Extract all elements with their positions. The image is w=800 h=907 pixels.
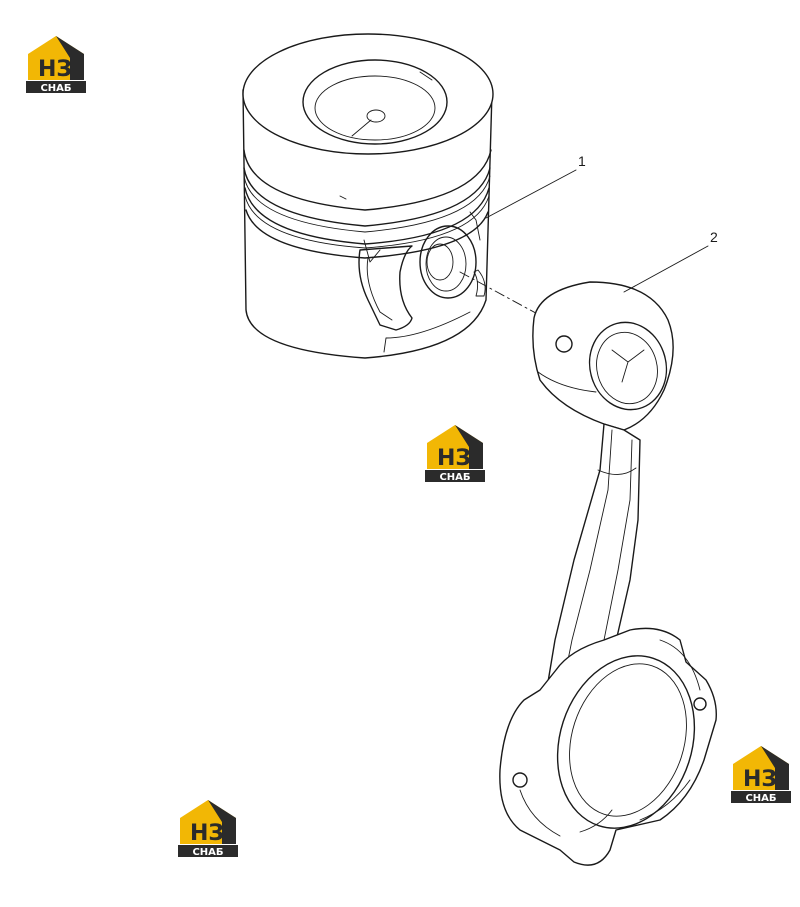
svg-text:СНАБ: СНАБ [439, 472, 470, 483]
house-logo-icon: НЗ СНАБ [731, 746, 791, 804]
brand-logo-center: НЗ СНАБ [423, 423, 487, 483]
callout-number-2: 2 [710, 229, 718, 245]
callout-number-1: 1 [578, 153, 586, 169]
house-logo-icon: НЗ СНАБ [26, 36, 86, 94]
svg-text:НЗ: НЗ [743, 767, 777, 792]
svg-text:СНАБ: СНАБ [192, 847, 223, 858]
connecting-rod-drawing [499, 281, 717, 866]
house-logo-icon: НЗ СНАБ [178, 800, 238, 858]
house-logo-icon: НЗ СНАБ [425, 425, 485, 483]
brand-logo-right: НЗ СНАБ [729, 744, 793, 804]
brand-logo-top-left: НЗ СНАБ [24, 34, 88, 94]
pin-axis-centerline [459, 271, 546, 319]
svg-text:НЗ: НЗ [190, 821, 224, 846]
piston-drawing [242, 33, 494, 359]
leader-line-1 [485, 169, 577, 219]
brand-logo-bottom-left: НЗ СНАБ [176, 798, 240, 858]
svg-text:НЗ: НЗ [437, 446, 471, 471]
leader-line-2 [623, 245, 709, 293]
svg-text:НЗ: НЗ [38, 57, 72, 82]
svg-text:СНАБ: СНАБ [40, 83, 71, 94]
svg-text:СНАБ: СНАБ [745, 793, 776, 804]
